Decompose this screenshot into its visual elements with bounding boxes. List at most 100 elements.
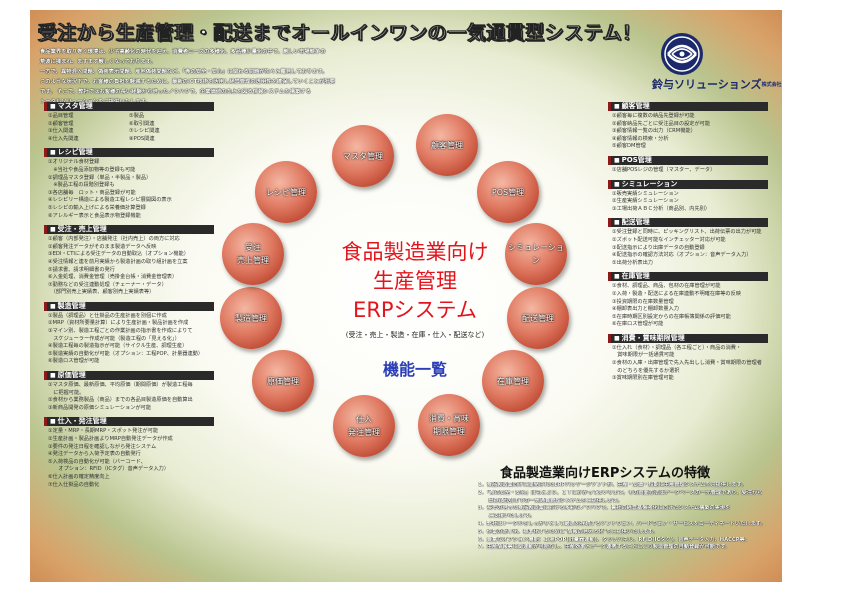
section-heading: 仕入・発注管理 (44, 417, 214, 427)
list-item: ⑥アレルギー表示と食品表示物登録機能 (48, 212, 141, 219)
list-item: ③仕入関連 (48, 128, 74, 135)
section-purchase: 仕入・発注管理 ①定量・MRP・長期MRP・スポット発注が可能 ②生産計画・製品… (44, 417, 214, 492)
list-item: ④顧客情報の検索・分析 (612, 135, 669, 142)
list-item: ④受注情報と連を前月実績から製造計画の取り組計画を立案 (48, 258, 188, 265)
intro-line: 一方で、異物混入問題、偽装表示問題、産地偽装問題など、「食の安全・安心」に関わる… (40, 69, 328, 75)
list-item: ③投資期限の在庫数量管理 (612, 298, 674, 305)
list-item: ②調理品マスタ登録（単品・半製品・製品） (48, 174, 152, 181)
list-item: ④発注データから入荷予定表の自動発行 (48, 451, 141, 458)
center-title: 食品製造業向け 生産管理 ERPシステム (341, 240, 489, 322)
list-item: ②顧客管理 (48, 120, 74, 127)
section-inventory: 在庫管理 ①食材、調理品、商品、包材の在庫管理が可能 ②入荷・製造・配送による在… (608, 272, 768, 332)
list-item: ⑤レシピの輸入上げによる栄養価計算登録 (48, 204, 146, 211)
list-item: スケジューラー作成が可能（製造工程の「見える化」） (48, 335, 180, 342)
list-item: ①顧客（内部発注）・店舗発注（社内売上）の両方に対応 (48, 236, 180, 243)
list-item: ⑤顧客DM管理 (612, 143, 646, 150)
section-master: マスタ管理 ①品目管理 ⑤製品 ②顧客管理 ⑥取引関連 ③仕入関連 ⑦レシピ関連… (44, 102, 214, 146)
bubble-orders: 受注 売上管理 (222, 223, 284, 285)
list-item: ②入荷・製造・配送による在庫連動不明確在庫等の反映 (612, 290, 741, 297)
function-list-label: 機能一覧 (382, 360, 447, 379)
page-title: 受注から生産管理・配送までオールインワンの一気通貫型システム！ (38, 22, 642, 45)
list-item: ②顧客発注データがそのまま製造データへ反映 (48, 243, 157, 250)
list-item: ⑦勤務などの受注連動処理（チェーナー・データ） (48, 281, 167, 288)
feature-item: 5．作業の効率化、標準化するために"情報の見える化"をご提供いたします。 (478, 528, 658, 535)
list-item: （部門別売上実績表、顧客別売上実績表等） (48, 289, 155, 296)
section-heading: 消費・賞味期限管理 (608, 333, 768, 343)
right-function-list: 顧客管理 ①顧客毎に複数の納品先登録が可能 ②顧客納品先ごとに受注品目の設定が可… (608, 102, 768, 388)
list-item: ⑤在庫時期区別設定からの在庫帳簿関係の評価可能 (612, 313, 731, 320)
list-item: ※当社や食品添加物等の登録も可能 (48, 166, 136, 173)
section-heading: 製造管理 (44, 301, 214, 311)
bubble-inventory: 在庫管理 (482, 350, 544, 412)
list-item: ①仕入れ（食材）・調理品（各工程ごと）・商品の消費・ (612, 344, 742, 351)
section-items: ①品目管理 ⑤製品 ②顧客管理 ⑥取引関連 ③仕入関連 ⑦レシピ関連 ④仕入先関… (44, 111, 214, 146)
bubble-purchase: 仕入 発注管理 (333, 395, 395, 457)
list-item: ⑥入金処理、消費金管理（売掛金台帳・消費金管理表） (48, 274, 178, 281)
list-item: ⑦レシピ関連 (129, 128, 160, 135)
list-item: ②食材の入庫・出庫管理で先入先出しし消費・賞味期限の管理者 (612, 360, 762, 367)
company-logo: 鈴与ソリューションズ株式会社 (652, 32, 782, 92)
section-orders: 受注・売上管理 ①顧客（内部発注）・店舗発注（社内売上）の両方に対応 ②顧客発注… (44, 225, 214, 300)
feature-item: 2．「食の安全・安心」はもとより、ＩＴにかかってまいります。その両面方法はデータ… (478, 489, 763, 496)
section-heading: 原価管理 (44, 371, 214, 381)
section-items: ①店舗POSレジの管理（マスター、データ） (608, 165, 768, 178)
section-customer: 顧客管理 ①顧客毎に複数の納品先登録が可能 ②顧客納品先ごとに受注品目の設定が可… (608, 102, 768, 154)
intro-line: このような状況下で、お客様の負担を軽減するために、最新のICT技術を活用し経営管… (40, 79, 335, 85)
bubble-expiry: 消費・賞味 期限管理 (418, 394, 480, 456)
section-heading: 受注・売上管理 (44, 225, 214, 235)
list-item: ②食材から業務製品（商品）までの各品目製造原価を自動算出 (48, 397, 193, 404)
list-item: ①マスタ原価、最新原価、平均原価（期間原価）が製造工程毎 (48, 382, 193, 389)
list-item: ②顧客納品先ごとに受注品目の設定が可能 (612, 120, 711, 127)
list-item: ⑦仕入仕掛品の自動化 (48, 481, 100, 488)
feature-item: 6．豊富なオプション機能：工場POP(計量器連動)、タッチパネル、RFID(IC… (478, 536, 750, 543)
bubble-production: 製造管理 (220, 287, 282, 349)
list-item: ②MRP（資材所要量計算）により生産計画・製品計画を作成 (48, 320, 189, 327)
list-item: ③工場出荷ＡＢＣ分析（商品別、内先別） (612, 205, 711, 212)
bubble-master: マスタ管理 (332, 125, 394, 187)
section-items: ①仕入れ（食材）・調理品（各工程ごと）・商品の消費・ 賞味期限が一括通貫可能 ②… (608, 343, 768, 386)
section-items: ①販売実績シミュレーション ②生産実績シミュレーション ③工場出荷ＡＢＣ分析（商… (608, 189, 768, 217)
list-item: ⑤製造実績の自動化が可能（オプション：工程POP、計量器連動） (48, 350, 204, 357)
list-item: ①店舗POSレジの管理（マスター、データ） (612, 166, 716, 173)
list-item: ⑤入荷検品の自動化が可能（バーコード、 (48, 458, 146, 465)
section-items: ①製品（調理品）と仕掛品の生産計画を別個に作成 ②MRP（資材所要量計算）により… (44, 311, 214, 369)
company-logo-mark (661, 33, 703, 75)
section-simulation: シミュレーション ①販売実績シミュレーション ②生産実績シミュレーション ③工場… (608, 179, 768, 217)
list-item: ③要件の発注日程を確認しながら発注システム (48, 443, 157, 450)
intro-line: 荒波に揉まれ、ますます厳しくなっております。 (40, 59, 156, 65)
list-item: ⑥取引関連 (129, 120, 155, 127)
center-subtitle: (受注・売上・製造・在庫・仕入・配送など) (345, 331, 485, 339)
section-items: ①マスタ原価、最新原価、平均原価（期間原価）が製造工程毎 に把握可能。 ②食材か… (44, 380, 214, 415)
list-item: ④製造工程毎の製造指示が可能（サイクル生産、調理生産） (48, 343, 188, 350)
feature-item: 4．弊社はトータルをしっかりとして最適を存続するソフトウェア、ハードウェア・サー… (478, 520, 766, 527)
section-items: ①顧客（内部発注）・店舗発注（社内売上）の両方に対応 ②顧客発注データがそのまま… (44, 234, 214, 300)
feature-item: 3．長年の培った食品製造業における多彩なノウハウで、貴社の経営基盤強化に向けたシ… (478, 505, 731, 512)
list-item: ⑤製品 (129, 113, 145, 119)
list-item: ②生産計画・製品計画よりMRP自動発注データが作成 (48, 436, 173, 442)
list-item: ①食材、調理品、商品、包材の在庫管理が可能 (612, 283, 721, 290)
list-item: ③顧客情報一覧の出力（CRM機能） (612, 128, 696, 135)
list-item: ①オリジナル食材登録 (48, 159, 100, 166)
features-list: 1．食品製造業向けに開発されたERPパッケージソフトが、生産・安価・短期に生産管… (478, 482, 778, 552)
list-item: のどちらを優先するか選択 (612, 367, 680, 374)
section-items: ①定量・MRP・長期MRP・スポット発注が可能 ②生産計画・製品計画よりMRP自… (44, 426, 214, 492)
feature-item: ご支援いたします。 (478, 513, 535, 520)
feature-item: 7．生産情報等に関連動が可能なし、生産効率とデータ連携することにより製造管理の自… (478, 544, 730, 551)
list-item: ⑤請求書、請求明細書の発行 (48, 266, 115, 273)
list-item: ④棚卸表出力と棚卸数量入力 (612, 306, 679, 313)
list-item: ③EDI・CTIによる受注データの自動取込（オプション機能） (48, 251, 189, 258)
list-item: ①販売実績シミュレーション (612, 190, 679, 197)
section-heading: 顧客管理 (608, 102, 768, 111)
section-delivery: 配送管理 ①受注登録と同時に、ピッキングリスト、出荷伝票の出力が可能 ②ズボット… (608, 218, 768, 270)
list-item: ③賞味期限別在庫管理可能 (612, 375, 674, 382)
list-item: ④配送指示の確認方法対応（オプション：音声データ入力） (612, 252, 752, 259)
section-items: ①食材、調理品、商品、包材の在庫管理が可能 ②入荷・製造・配送による在庫連動不明… (608, 281, 768, 332)
feature-item: 出荷(配送)までの一気通貫管理システムをご提供します。 (478, 497, 623, 504)
section-recipe: レシピ管理 ①オリジナル食材登録 ※当社や食品添加物等の登録も可能 ②調理品マス… (44, 148, 214, 223)
list-item: ⑥在庫ロス管理が可能 (612, 321, 664, 328)
section-heading: 配送管理 (608, 218, 768, 228)
intro-text: 食品業界を取り巻く環境は、少子高齢化の時代を迎え、消費者ニーズの多様化、多品種少… (40, 48, 600, 108)
list-item: ⑤出荷分析表出力 (612, 259, 653, 266)
list-item: ⑥製造ロス管理が可能 (48, 358, 100, 365)
list-item: ※製品工程の段階別登録も (48, 182, 115, 189)
